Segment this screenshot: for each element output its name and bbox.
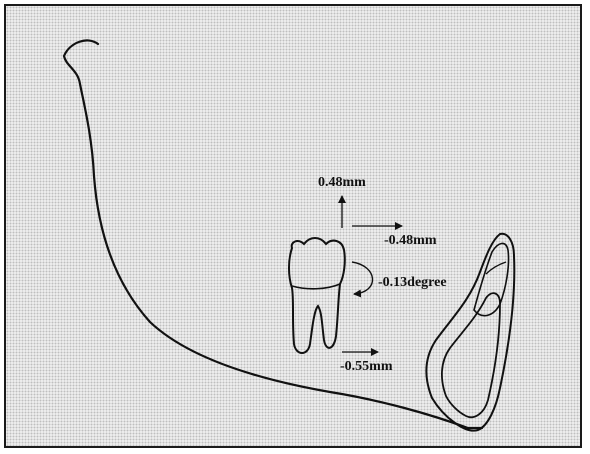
- root-displacement-label: -0.55mm: [340, 360, 393, 374]
- molar-crown-line: [292, 284, 340, 289]
- horizontal-displacement-label: -0.48mm: [384, 234, 437, 248]
- rotation-arrow: [352, 262, 373, 294]
- incisor-region: [426, 234, 514, 431]
- rotation-label: -0.13degree: [378, 276, 447, 290]
- vertical-displacement-label: 0.48mm: [318, 176, 366, 190]
- molar-tooth: [289, 238, 345, 353]
